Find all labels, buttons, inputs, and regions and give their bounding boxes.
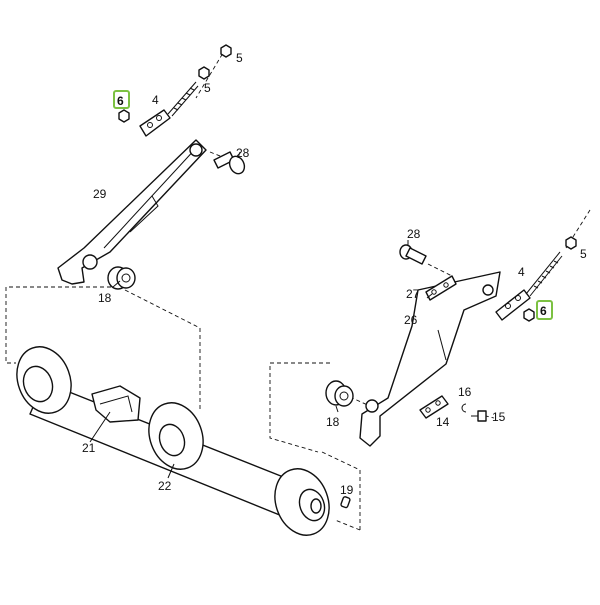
right-threaded-bolt	[525, 251, 563, 297]
callout-29: 29	[93, 187, 107, 201]
callout-27: 27	[406, 287, 420, 301]
callout-15: 15	[492, 410, 506, 424]
callout-28: 28	[407, 227, 421, 241]
left-nuts	[118, 44, 232, 123]
plate-part-27	[425, 275, 457, 301]
callout-5: 5	[204, 81, 211, 95]
callout-28: 28	[236, 146, 250, 160]
pin-part-19	[340, 496, 351, 509]
right-nuts	[523, 236, 577, 322]
left-arm-part-29	[57, 139, 207, 285]
callout-22: 22	[158, 479, 172, 493]
washer-part-16	[461, 403, 467, 413]
callout-6: 6	[540, 304, 547, 318]
plate-part-21	[91, 385, 141, 423]
callout-26: 26	[404, 313, 418, 327]
pivot-bushing	[482, 284, 494, 296]
callout-21: 21	[82, 441, 96, 455]
roller-part-22	[16, 346, 330, 536]
callout-4: 4	[518, 265, 525, 279]
right-bracket-plate	[495, 289, 531, 321]
callout-19: 19	[340, 483, 354, 497]
callout-6: 6	[117, 94, 124, 108]
callout-5: 5	[580, 247, 587, 261]
right-dashed-frame	[269, 362, 361, 531]
highlight-box	[113, 90, 130, 109]
callout-5: 5	[236, 51, 243, 65]
callout-16: 16	[458, 385, 472, 399]
clamp-part-14	[419, 395, 449, 419]
left-bearing-part-18	[107, 266, 136, 290]
callout-18: 18	[326, 415, 340, 429]
right-pin-part-28	[399, 244, 427, 265]
left-dashed-frame	[5, 286, 201, 410]
callout-4: 4	[152, 93, 159, 107]
left-pin-part-28	[213, 151, 246, 175]
bolt-part-15	[471, 410, 487, 422]
leader-lines	[89, 151, 433, 479]
callout-14: 14	[436, 415, 450, 429]
pivot-bushing	[189, 143, 203, 157]
left-threaded-bolt	[167, 81, 199, 117]
right-arm-part-26	[359, 271, 501, 447]
pivot-bushing	[82, 254, 98, 270]
callout-18: 18	[98, 291, 112, 305]
right-bearing-part-18	[325, 380, 354, 407]
highlight-box	[536, 300, 553, 320]
left-bracket-plate	[139, 109, 171, 137]
pivot-bushing	[365, 399, 379, 413]
